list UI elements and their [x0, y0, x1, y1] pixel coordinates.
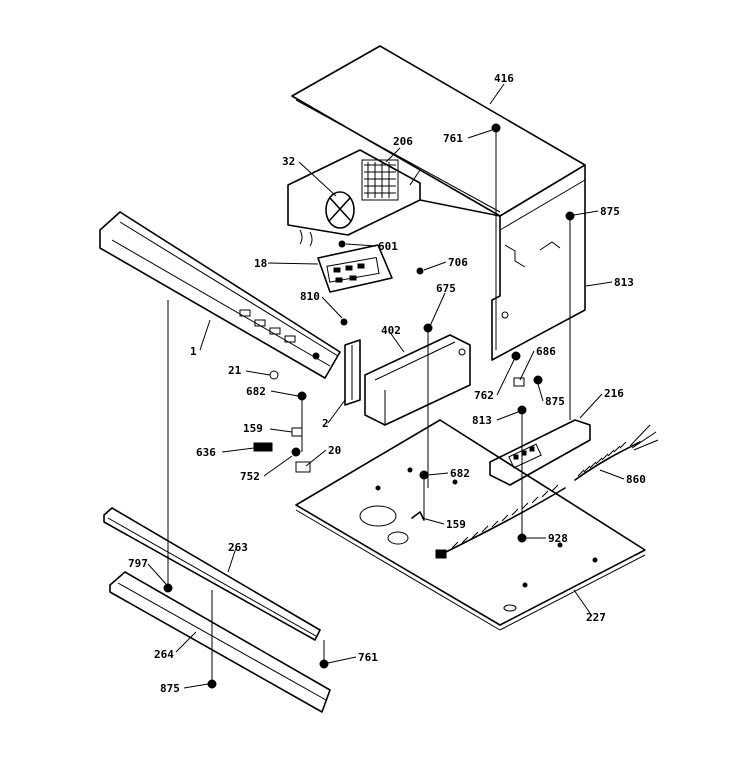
label-675: 675	[436, 282, 456, 295]
label-264: 264	[154, 648, 174, 661]
label-416: 416	[494, 72, 514, 85]
label-797: 797	[128, 557, 148, 570]
label-813-bracket: 813	[472, 414, 492, 427]
label-227: 227	[586, 611, 606, 624]
label-813-side: 813	[614, 276, 634, 289]
label-206: 206	[393, 135, 413, 148]
label-875-bottom: 875	[160, 682, 180, 695]
control-panel-1	[99, 211, 341, 379]
label-32: 32	[282, 155, 295, 168]
label-761-bottom: 761	[358, 651, 378, 664]
bracket-2	[344, 339, 361, 406]
label-706: 706	[448, 256, 468, 269]
trim-264	[109, 571, 331, 713]
wire-harness	[435, 484, 566, 559]
label-752: 752	[240, 470, 260, 483]
label-402: 402	[381, 324, 401, 337]
label-216: 216	[604, 387, 624, 400]
label-860: 860	[626, 473, 646, 486]
label-875-mid: 875	[545, 395, 565, 408]
trim-263	[103, 507, 321, 641]
label-1: 1	[190, 345, 197, 358]
label-875-top: 875	[600, 205, 620, 218]
control-bracket-206	[287, 149, 421, 247]
label-2: 2	[322, 417, 329, 430]
label-762: 762	[474, 389, 494, 402]
label-18: 18	[254, 257, 267, 270]
leader-lines	[147, 83, 625, 689]
vent-duct-402	[364, 334, 471, 426]
label-263: 263	[228, 541, 248, 554]
terminal-bracket-216	[489, 419, 591, 486]
body-side-813	[419, 164, 586, 361]
label-928: 928	[548, 532, 568, 545]
label-21: 21	[228, 364, 242, 377]
label-686: 686	[536, 345, 556, 358]
label-601: 601	[378, 240, 398, 253]
label-636: 636	[196, 446, 216, 459]
label-761-top: 761	[443, 132, 463, 145]
base-panel-227	[295, 419, 646, 631]
small-parts	[163, 123, 575, 689]
label-682-lower: 682	[450, 467, 470, 480]
part-labels: 416 761 206 32 875 601 18 706 813 810 67…	[128, 72, 646, 695]
label-159-lower: 159	[446, 518, 466, 531]
power-cord-860	[574, 424, 659, 481]
label-159-upper: 159	[243, 422, 263, 435]
label-20: 20	[328, 444, 341, 457]
control-board-18	[317, 244, 393, 293]
label-682-upper: 682	[246, 385, 266, 398]
alignment-lines	[167, 132, 571, 684]
label-810: 810	[300, 290, 320, 303]
